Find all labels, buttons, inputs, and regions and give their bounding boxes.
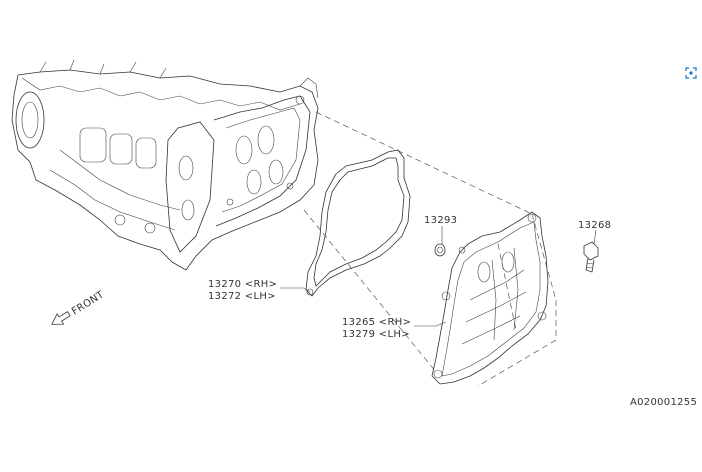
part-label-13272: 13272 <LH> bbox=[208, 291, 276, 302]
part-label-13268: 13268 bbox=[578, 220, 611, 231]
projection-lines bbox=[303, 111, 557, 387]
valve-cover-drawing bbox=[431, 211, 549, 385]
bolt-drawing bbox=[583, 241, 599, 273]
leader-lines bbox=[280, 226, 597, 327]
front-direction-indicator: FRONT bbox=[51, 289, 107, 325]
front-label: FRONT bbox=[70, 289, 107, 318]
valve-cover-gasket-drawing bbox=[305, 149, 411, 297]
engine-block-drawing bbox=[11, 59, 319, 271]
expand-view-icon[interactable] bbox=[685, 64, 697, 79]
part-label-13270: 13270 <RH> bbox=[208, 279, 277, 290]
part-label-13293: 13293 bbox=[424, 215, 457, 226]
seal-drawing bbox=[434, 243, 446, 257]
diagram-code: A020001255 bbox=[630, 397, 697, 408]
part-label-13279: 13279 <LH> bbox=[342, 329, 410, 340]
part-label-13265: 13265 <RH> bbox=[342, 317, 411, 328]
front-arrow-icon bbox=[51, 311, 71, 325]
